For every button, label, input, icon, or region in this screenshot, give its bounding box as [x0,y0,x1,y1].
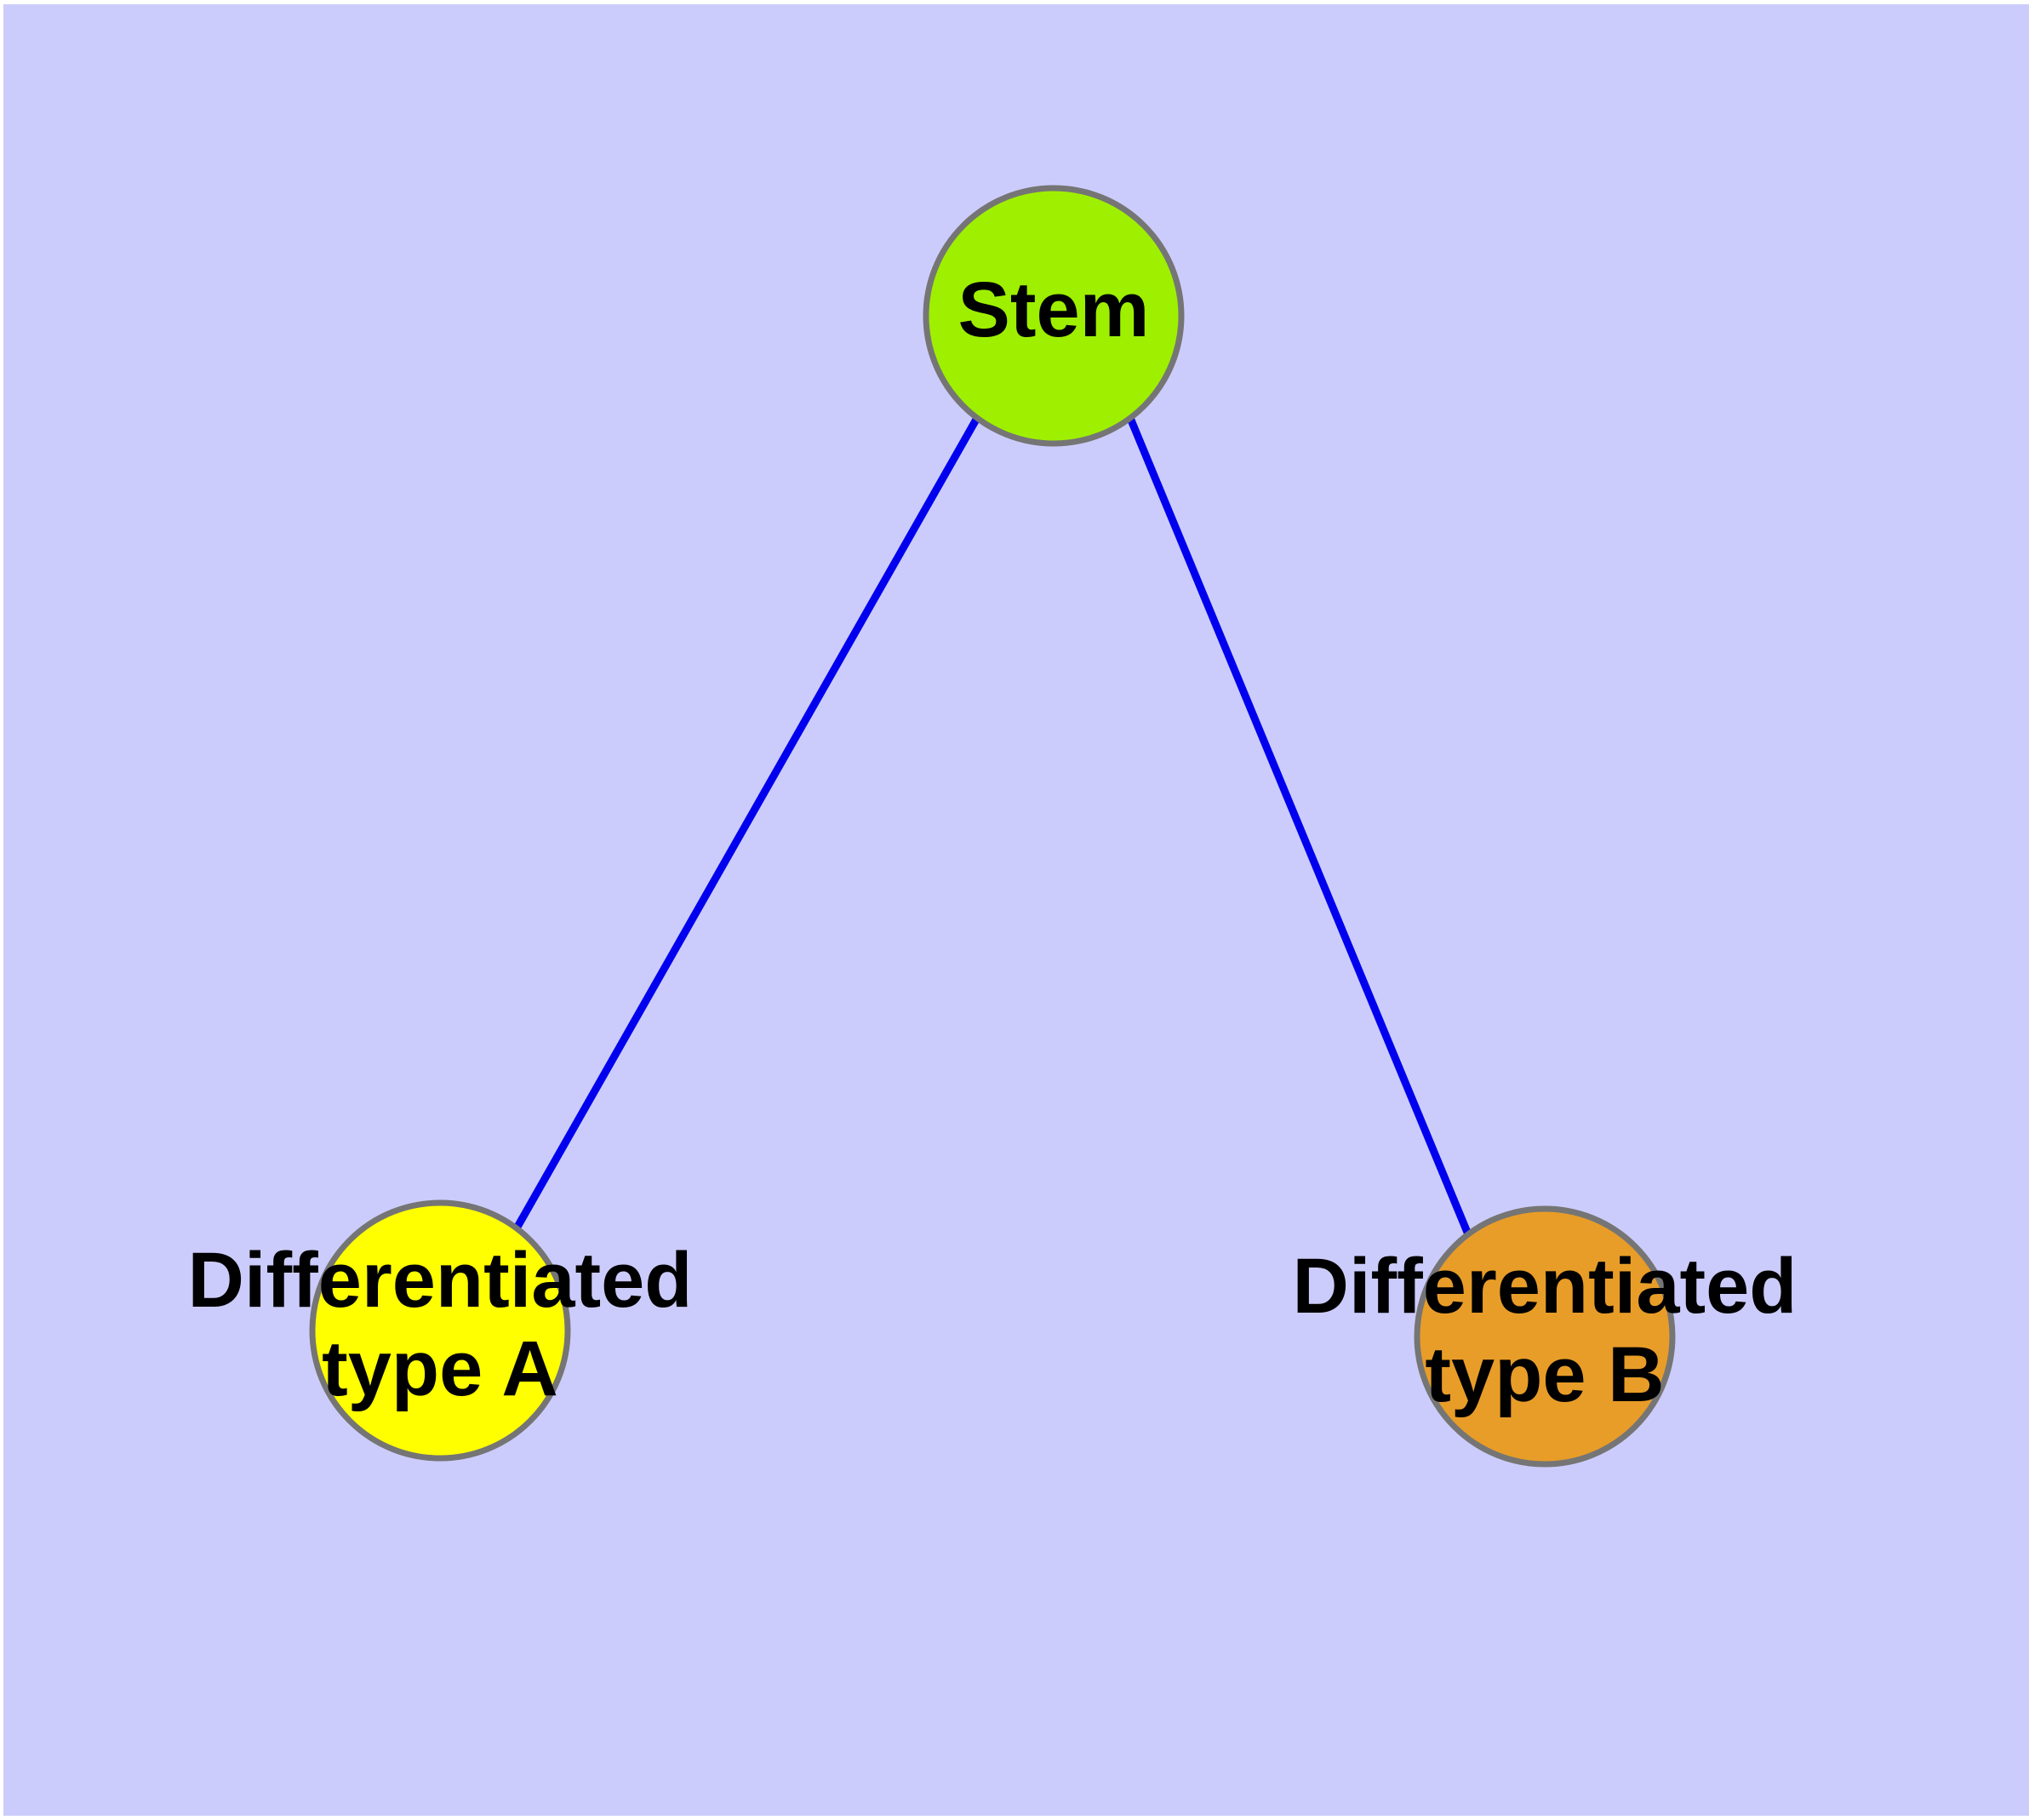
edge-stem-to-differentiated-type-b[interactable] [1126,416,1472,1236]
node-differentiated-type-b-circle[interactable] [1414,1205,1676,1468]
node-stem-label: Stem [958,266,1150,353]
node-stem-circle[interactable] [923,185,1185,447]
edge-layer [513,415,1472,1236]
node-stem[interactable]: Stem [923,185,1185,447]
edge-stem-to-differentiated-type-a[interactable] [513,415,980,1231]
node-differentiated-type-a-circle[interactable] [309,1199,571,1462]
